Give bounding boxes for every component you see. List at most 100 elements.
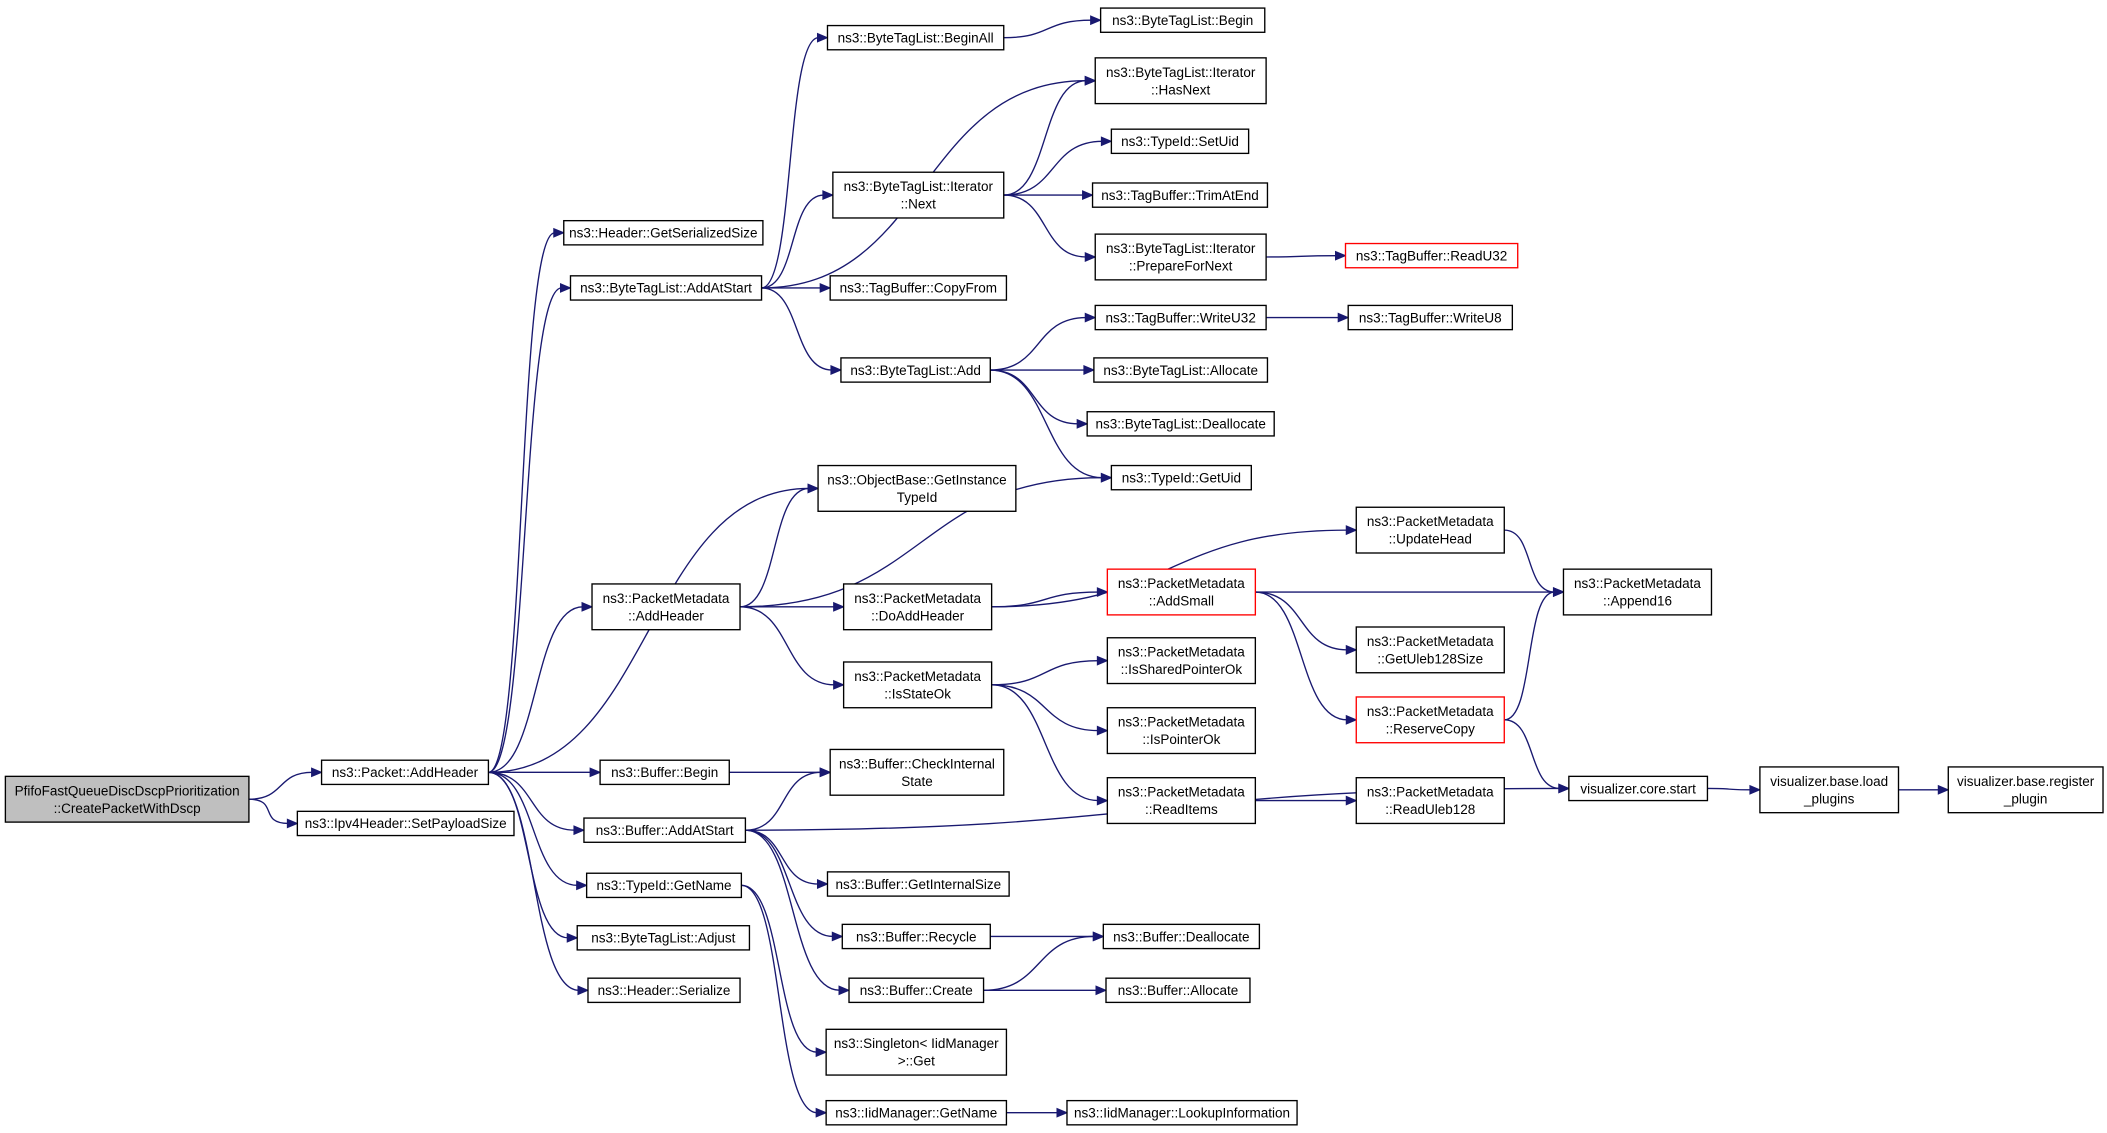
node-vizRegisterPlugin[interactable]: visualizer.base.register_plugin xyxy=(1947,766,2104,814)
node-btlDeallocate[interactable]: ns3::ByteTagList::Deallocate xyxy=(1086,411,1275,437)
node-addHeader[interactable]: ns3::Packet::AddHeader xyxy=(320,759,490,786)
node-label: ::DoAddHeader xyxy=(871,608,965,623)
node-pmAddHeader[interactable]: ns3::PacketMetadata::AddHeader xyxy=(591,583,741,631)
node-btlAllocate[interactable]: ns3::ByteTagList::Allocate xyxy=(1093,357,1269,383)
edge-btlBeginAll-to-btlBegin xyxy=(1003,19,1092,39)
node-pmReadUleb128[interactable]: ns3::PacketMetadata::ReadUleb128 xyxy=(1355,777,1505,825)
node-pmIsPointerOk[interactable]: ns3::PacketMetadata::IsPointerOk xyxy=(1106,707,1257,755)
node-label: ns3::PacketMetadata xyxy=(1367,704,1494,719)
node-bufRecycle[interactable]: ns3::Buffer::Recycle xyxy=(841,923,991,950)
node-pmAppend16[interactable]: ns3::PacketMetadata::Append16 xyxy=(1562,568,1713,616)
node-box xyxy=(817,464,1017,512)
node-pmGetUleb128Size[interactable]: ns3::PacketMetadata::GetUleb128Size xyxy=(1355,626,1505,674)
node-typeIdGetUid[interactable]: ns3::TypeId::GetUid xyxy=(1110,464,1252,491)
node-btlAdd[interactable]: ns3::ByteTagList::Add xyxy=(840,357,991,383)
node-label: ns3::Buffer::Deallocate xyxy=(1113,929,1249,944)
node-label: ns3::ByteTagList::Allocate xyxy=(1103,363,1258,378)
node-hdrGetSerializedSize[interactable]: ns3::Header::GetSerializedSize xyxy=(563,219,764,246)
node-tbWriteU32[interactable]: ns3::TagBuffer::WriteU32 xyxy=(1094,304,1267,331)
node-tbTrimAtEnd[interactable]: ns3::TagBuffer::TrimAtEnd xyxy=(1091,182,1269,208)
edge-btlIterNext-to-btlIterHasNext xyxy=(1003,80,1087,196)
node-box xyxy=(1105,977,1251,1004)
node-pmDoAddHeader[interactable]: ns3::PacketMetadata::DoAddHeader xyxy=(842,583,993,631)
node-btlIterPrepareForNext[interactable]: ns3::ByteTagList::Iterator::PrepareForNe… xyxy=(1094,233,1267,281)
node-typeIdGetName[interactable]: ns3::TypeId::GetName xyxy=(585,872,743,899)
node-label: ::ReadItems xyxy=(1145,802,1218,817)
node-btlIterHasNext[interactable]: ns3::ByteTagList::Iterator::HasNext xyxy=(1094,57,1267,105)
node-tbReadU32[interactable]: ns3::TagBuffer::ReadU32 xyxy=(1344,242,1519,269)
node-bufBegin[interactable]: ns3::Buffer::Begin xyxy=(599,759,730,786)
node-pmUpdateHead[interactable]: ns3::PacketMetadata::UpdateHead xyxy=(1355,506,1505,554)
node-pmAddSmall[interactable]: ns3::PacketMetadata::AddSmall xyxy=(1106,568,1257,616)
arrowhead xyxy=(1076,418,1089,429)
node-tbWriteU8[interactable]: ns3::TagBuffer::WriteU8 xyxy=(1347,304,1514,331)
node-label: ns3::ByteTagList::Iterator xyxy=(1106,241,1256,256)
node-box xyxy=(1110,464,1252,491)
arrowhead xyxy=(1345,644,1358,655)
arrowhead xyxy=(1096,795,1109,806)
node-pmIsSharedPointerOk[interactable]: ns3::PacketMetadata::IsSharedPointerOk xyxy=(1106,637,1257,685)
arrowhead xyxy=(286,818,299,829)
node-bufAllocate[interactable]: ns3::Buffer::Allocate xyxy=(1105,977,1251,1004)
edge-pmReserveCopy-to-vizCoreStart xyxy=(1504,719,1560,790)
node-box xyxy=(569,275,763,301)
node-bufAddAtStart[interactable]: ns3::Buffer::AddAtStart xyxy=(583,817,747,843)
node-box xyxy=(1106,777,1257,825)
node-box xyxy=(829,748,1005,796)
node-bufDeallocate[interactable]: ns3::Buffer::Deallocate xyxy=(1102,923,1261,950)
arrowhead xyxy=(815,1107,828,1118)
node-tbCopyFrom[interactable]: ns3::TagBuffer::CopyFrom xyxy=(829,275,1008,301)
node-box xyxy=(848,977,985,1004)
node-label: ::IsSharedPointerOk xyxy=(1121,662,1243,677)
node-vizCoreStart[interactable]: visualizer.core.start xyxy=(1568,775,1709,802)
node-box xyxy=(1102,923,1261,950)
arrowhead xyxy=(1337,312,1350,323)
node-label: ::PrepareForNext xyxy=(1129,259,1233,274)
node-btlBegin[interactable]: ns3::ByteTagList::Begin xyxy=(1099,7,1266,33)
edge-typeIdGetName-to-iidGetName xyxy=(741,884,818,1114)
node-singletonGet[interactable]: ns3::Singleton< IidManager>::Get xyxy=(825,1028,1008,1076)
node-ipv4SetPayloadSize[interactable]: ns3::Ipv4Header::SetPayloadSize xyxy=(296,810,515,837)
node-label: ns3::ByteTagList::Deallocate xyxy=(1095,417,1265,432)
node-vizLoadPlugins[interactable]: visualizer.base.load_plugins xyxy=(1759,766,1900,814)
node-label: ns3::TypeId::SetUid xyxy=(1121,134,1239,149)
node-box xyxy=(829,275,1008,301)
edge-btlAdd-to-btlDeallocate xyxy=(990,369,1079,425)
arrowhead xyxy=(1345,525,1358,536)
node-btlAddAtStart[interactable]: ns3::ByteTagList::AddAtStart xyxy=(569,275,763,301)
node-bufGetInternalSize[interactable]: ns3::Buffer::GetInternalSize xyxy=(826,871,1010,897)
node-btlIterNext[interactable]: ns3::ByteTagList::Iterator::Next xyxy=(832,171,1005,219)
node-pmReadItems[interactable]: ns3::PacketMetadata::ReadItems xyxy=(1106,777,1257,825)
node-box xyxy=(1110,128,1250,155)
node-iidGetName[interactable]: ns3::IidManager::GetName xyxy=(825,1099,1008,1126)
node-btlBeginAll[interactable]: ns3::ByteTagList::BeginAll xyxy=(826,24,1005,51)
node-pmReserveCopy[interactable]: ns3::PacketMetadata::ReserveCopy xyxy=(1355,696,1505,744)
node-label: ::CreatePacketWithDscp xyxy=(54,801,201,816)
arrowhead xyxy=(559,282,572,293)
arrowhead xyxy=(807,483,820,494)
edge-typeIdGetName-to-singletonGet xyxy=(741,884,818,1053)
node-pmIsStateOk[interactable]: ns3::PacketMetadata::IsStateOk xyxy=(842,661,993,709)
node-typeIdSetUid[interactable]: ns3::TypeId::SetUid xyxy=(1110,128,1250,155)
node-bufCreate[interactable]: ns3::Buffer::Create xyxy=(848,977,985,1004)
node-label: ns3::PacketMetadata xyxy=(854,669,981,684)
edge-bufAddAtStart-to-bufCreate xyxy=(745,829,841,991)
node-hdrSerialize[interactable]: ns3::Header::Serialize xyxy=(587,977,741,1004)
node-iidLookupInformation[interactable]: ns3::IidManager::LookupInformation xyxy=(1066,1099,1298,1126)
arrowhead xyxy=(1084,75,1097,86)
node-label: ::UpdateHead xyxy=(1389,532,1472,547)
node-root[interactable]: PfifoFastQueueDiscDscpPrioritization::Cr… xyxy=(4,775,250,823)
edge-addHeader-to-hdrSerialize xyxy=(488,771,580,991)
edge-bufCreate-to-bufDeallocate xyxy=(983,935,1095,991)
edge-bufAddAtStart-to-bufGetInternalSize xyxy=(745,829,819,885)
edge-root-to-ipv4SetPayloadSize xyxy=(248,798,289,825)
arrowhead xyxy=(1937,784,1950,795)
edge-btlAdd-to-tbWriteU32 xyxy=(990,316,1087,371)
node-label: ns3::Packet::AddHeader xyxy=(332,765,479,780)
arrowhead xyxy=(1082,190,1094,201)
node-box xyxy=(1355,696,1505,744)
node-box xyxy=(585,872,743,899)
node-btlAdjust[interactable]: ns3::ByteTagList::Adjust xyxy=(576,925,751,951)
